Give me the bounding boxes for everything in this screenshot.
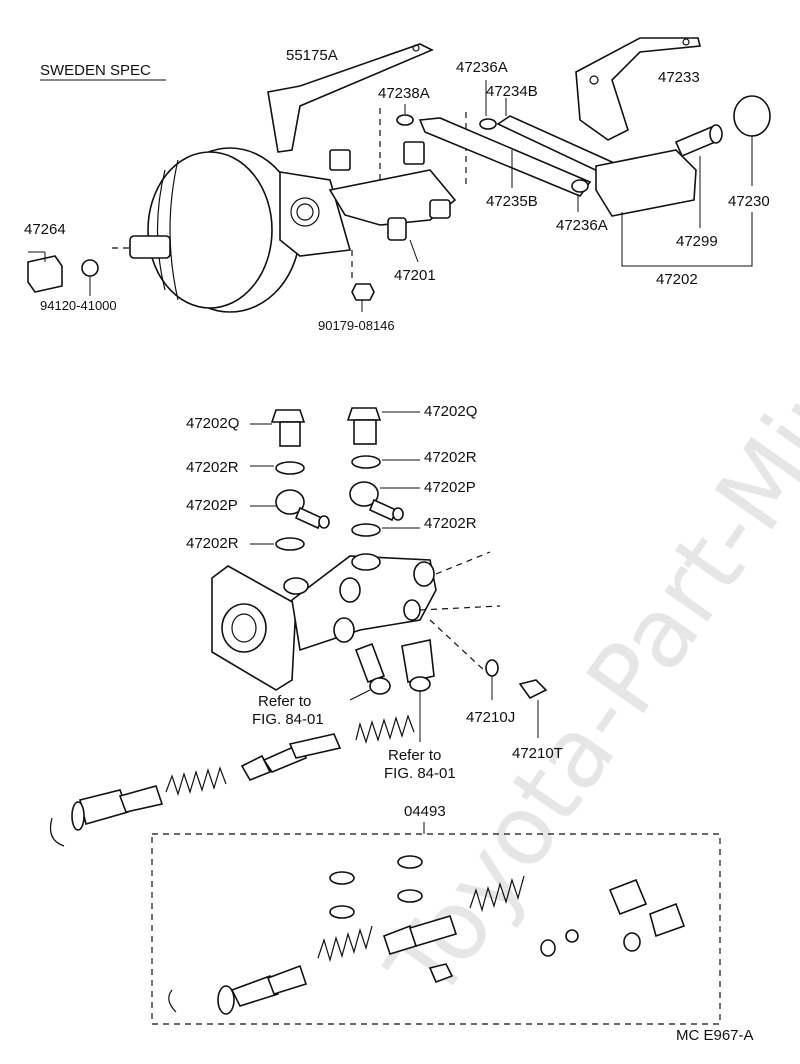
label-clip-lower: 47236A [556,217,608,234]
clip-47238a-group: 47238A [378,85,467,184]
label-gasket-right-mid: 47202R [424,515,477,532]
label-cap: 47230 [728,193,770,210]
label-ring: 47210J [466,709,515,726]
valve-right: Refer to FIG. 84-01 [384,639,456,782]
label-bolt-code: 90179-08146 [318,318,395,333]
label-refer-left-2: FIG. 84-01 [252,711,324,728]
spec-label: SWEDEN SPEC [40,62,151,79]
kit-box [151,833,721,1025]
label-pin: 47264 [24,221,66,238]
label-clip-left: 47238A [378,85,430,102]
union-left: 47202P [186,489,330,530]
gasket-right-top [351,455,381,469]
footer-code: MC E967-A [676,1027,754,1044]
label-union-left: 47202P [186,497,238,514]
reservoir-bracket: 47233 [575,37,702,141]
label-refer-left-1: Refer to [258,693,311,710]
label-grommet: 47299 [676,233,718,250]
spec-label-group: SWEDEN SPEC [40,62,166,81]
label-gasket-left-bottom: 47202R [186,535,239,552]
label-hose-lower: 47235B [486,193,538,210]
gasket-right-mid [351,523,381,537]
label-reservoir: 47202 [656,271,698,288]
pin-part [27,255,63,293]
gasket-left-top [275,461,305,475]
reservoir: 47230 47299 47202 [595,95,771,288]
label-plug-right: 47202Q [424,403,477,420]
label-union-right: 47202P [424,479,476,496]
watermark: Toyota-Part-Mine.ru [365,191,800,1020]
brake-booster [112,147,301,313]
gasket-left-bottom [275,537,305,551]
label-kit: 04493 [404,803,446,820]
repair-kit: 04493 [151,803,721,1025]
pin-group: 47264 94120-41000 [24,221,117,313]
ring-47210j: 47210J [466,659,515,726]
bolt-group: 90179-08146 [318,250,395,333]
union-right: 47202P [349,479,476,522]
plug-right: 47202Q [346,403,477,445]
nut-part [81,259,99,277]
label-reservoir-bracket: 47233 [658,69,700,86]
label-refer-right-2: FIG. 84-01 [384,765,456,782]
label-gasket-right-top: 47202R [424,449,477,466]
cap-part [733,95,771,137]
label-gasket-left-top: 47202R [186,459,239,476]
stopper-bolt: 47210T [512,679,563,762]
master-cylinder-lower [211,551,501,691]
label-refer-right-1: Refer to [388,747,441,764]
piston-assembly [49,714,415,847]
hoses: 47236A 47234B 47235B 47236A [418,59,614,234]
label-master-cylinder: 47201 [394,267,436,284]
plug-left: 47202Q [186,409,306,447]
label-stopper-bolt: 47210T [512,745,563,762]
label-hose-upper: 47234B [486,83,538,100]
label-clip-top: 47236A [456,59,508,76]
valve-left: Refer to FIG. 84-01 [252,642,391,728]
label-bracket: 55175A [286,47,338,64]
label-plug-left: 47202Q [186,415,239,432]
label-nut-code: 94120-41000 [40,298,117,313]
bracket-55175a: 55175A [267,43,434,153]
master-cylinder-upper: 47201 [328,141,457,284]
booster-flange [279,171,352,257]
